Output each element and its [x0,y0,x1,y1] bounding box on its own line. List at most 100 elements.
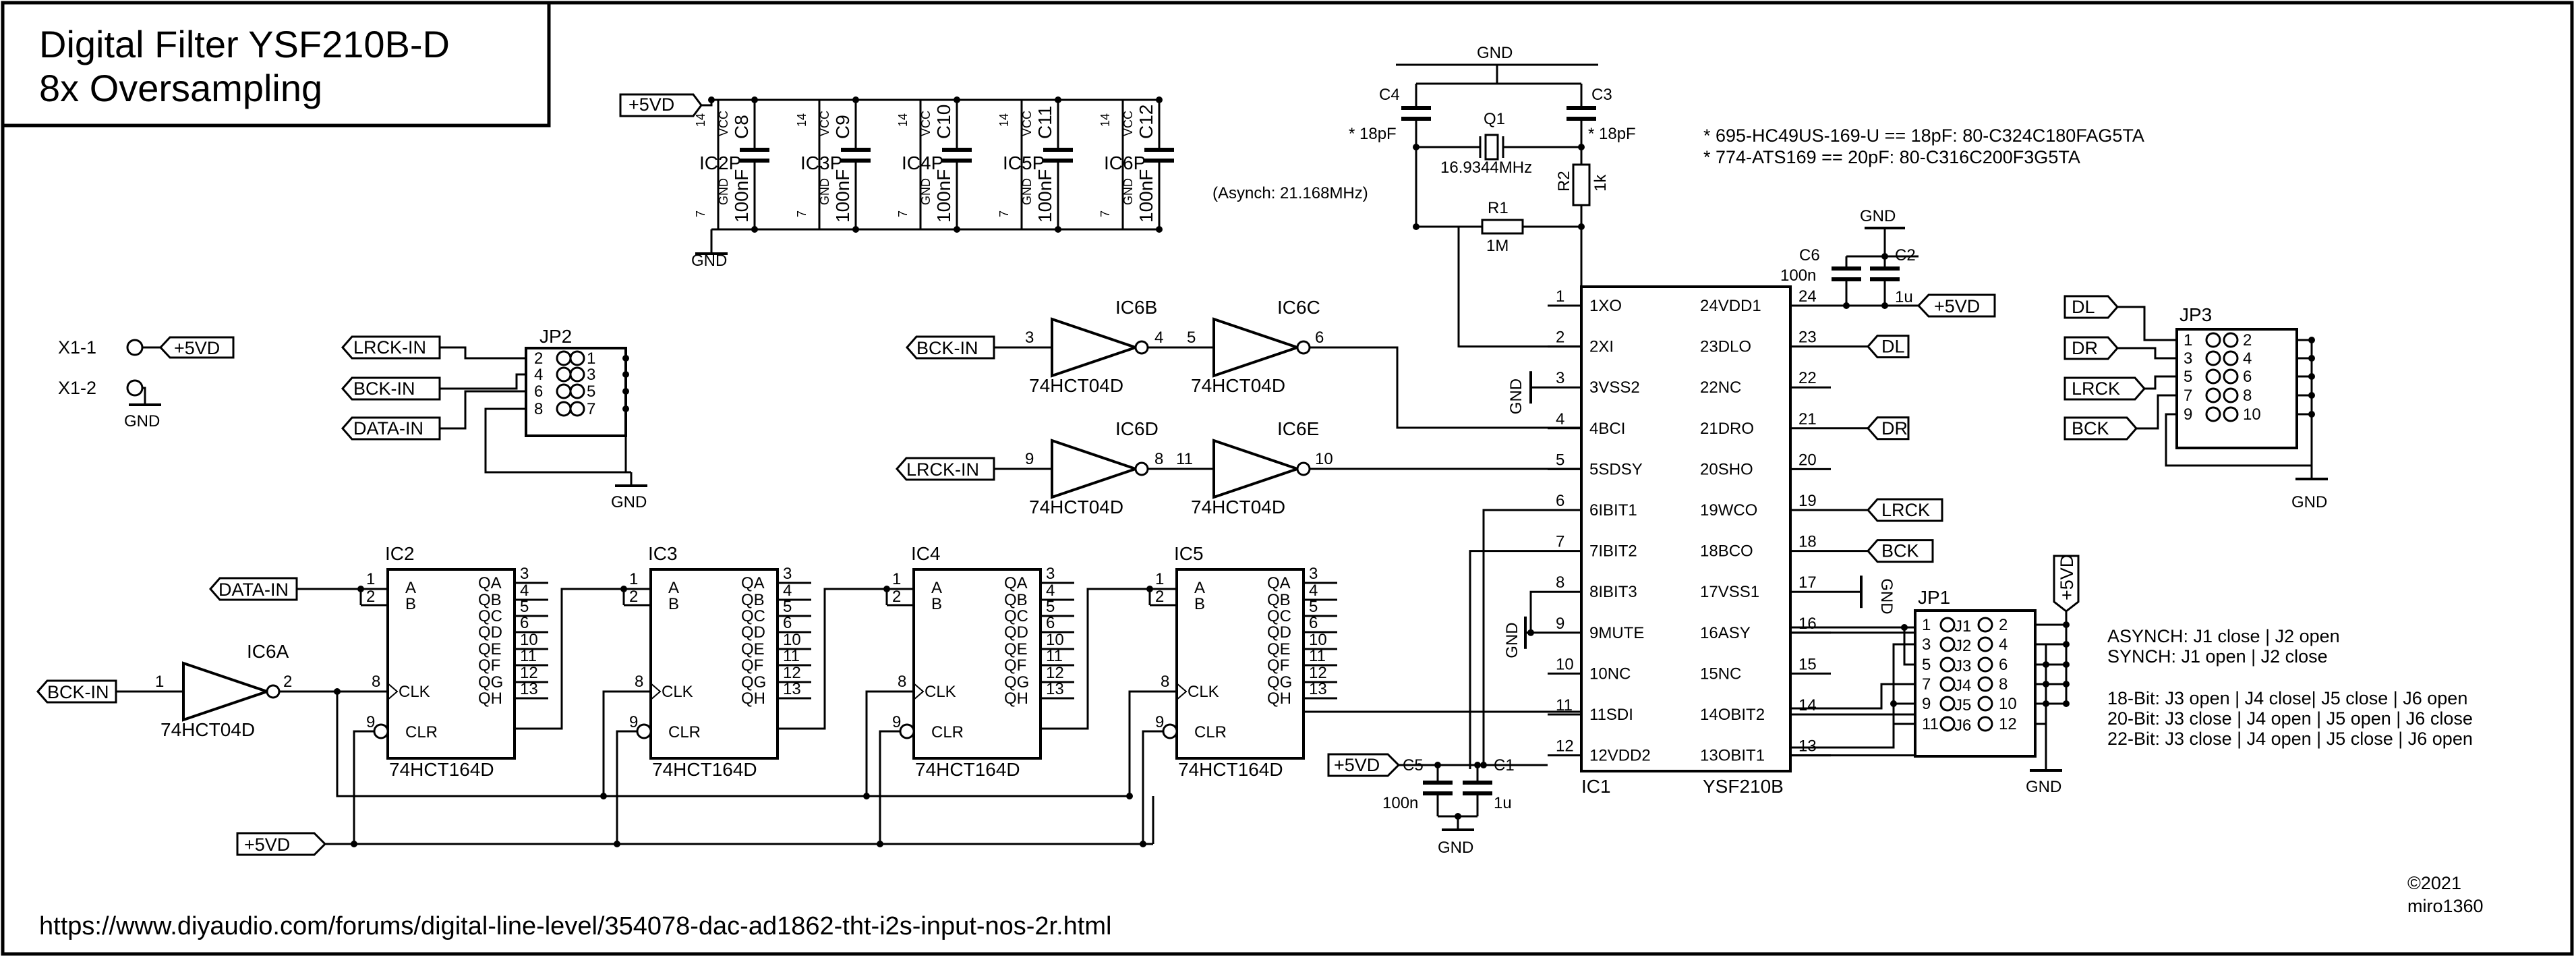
ic1-pin-label: 9MUTE [1589,624,1644,642]
shift-register-pin-label: QH [1267,689,1291,708]
ic1-pin-label: 13OBIT1 [1700,747,1765,765]
shift-register-pin: 10 [783,631,801,649]
shift-register-pin: 6 [1046,614,1055,632]
inverter-bubble [1296,340,1311,355]
shift-register-pin: 4 [520,582,529,600]
decoupling-cap-value: 100nF [1034,169,1055,223]
x1-5vd-flag [158,336,235,359]
ic1-pin17-gnd-label: GND [1877,578,1896,614]
jp3-net-flag [2063,336,2119,360]
jp2-net-flag-label: LRCK-IN [353,337,426,358]
junction-dot [622,355,629,362]
clr-bubble [899,723,915,739]
wire [650,683,662,700]
jumper-pin [2223,368,2239,385]
wire [865,690,887,796]
junction-dot [2063,681,2070,687]
c4-value: * 18pF [1349,125,1397,143]
jp1-ref: JP1 [1918,587,1950,608]
shift-register-ref: IC5 [1174,543,1204,564]
jumper-pin [569,383,585,399]
jumper-pin-number: 7 [1922,675,1931,694]
vcc-pin-number: 14 [694,113,707,127]
crystal-note-2: * 774-ATS169 == 20pF: 80-C316C200F3G5TA [1703,147,2080,167]
vcc-pin-label: VCC [818,111,831,136]
shift-register-pin-label: QE [741,640,765,658]
jp2-net-flag-label: DATA-IN [353,418,423,439]
inverter-pin: 5 [1187,329,1196,347]
power-flag-5vd-top [619,93,703,117]
jumper-pin-number: 9 [1922,695,1931,713]
gnd-pin-label: GND [1121,178,1135,205]
shift-register-pin: 3 [783,565,792,583]
shift-register-pin-label: QH [741,689,765,708]
shift-register-pin-label: A [405,579,416,597]
shift-register-pin-label: CLR [668,723,701,741]
jumper-pin-number: 5 [587,383,595,401]
wire [1041,588,1150,730]
inverter-part: 74HCT04D [1029,497,1123,517]
shift-register-pin-label: CLK [662,683,693,701]
bck-out-flag-label: BCK [1881,541,1919,561]
ic1-pin-label: 1XO [1589,297,1622,315]
shift-register-pin-label: QB [1004,591,1028,609]
jumper-pin-number: 6 [534,383,543,401]
junction-dot [2308,373,2315,380]
gnd-pin-label: GND [919,178,933,205]
c2-value: 1u [1895,288,1913,306]
shift-register-pin: 1 [629,570,638,588]
jumper-pin-number: 5 [1922,656,1931,674]
decoupling-cap-value: 100nF [933,169,954,223]
jp3-body [2175,328,2298,449]
ic1-part: YSF210B [1703,776,1784,797]
inverter-bubble [1296,461,1311,476]
shift-register-pin-label: A [1194,579,1205,597]
c6-gnd-label: GND [1860,207,1896,225]
inverter-gate [1212,439,1302,499]
jumper-pin [2205,406,2221,422]
wire [440,346,526,360]
c3-ref: C3 [1591,86,1612,104]
ic1-pin-number: 6 [1556,492,1564,510]
jumper-pin [569,401,585,417]
decoupling-cap-ref: C8 [731,115,752,139]
junction-dot [614,841,620,847]
jumper-pin-number: 3 [2184,349,2192,368]
junction-dot [1055,226,1061,233]
shift-register-pin-label: QB [1267,591,1291,609]
inverter-pin: 2 [283,673,292,691]
r2-value: 1k [1591,174,1610,192]
jp3-gnd [2294,464,2329,480]
shift-register-part: 74HCT164D [1178,759,1283,780]
shift-register-pin-label: QC [1267,607,1291,625]
ic1-pin-number: 24 [1798,287,1817,306]
wire [913,683,925,700]
ic1-pin-label: 16ASY [1700,624,1751,642]
shift-register-pin-label: QC [1004,607,1028,625]
jp1-5vd-flag-label: +5VD [2057,555,2077,600]
shift-register-pin: 9 [892,713,901,731]
junction-dot [954,96,960,103]
crystal-oscillator: GND C4 C3 * 18pF * 18pF Q1 16.9344MHz (A… [1212,44,2144,347]
dl-out-flag-label: DL [1881,337,1905,357]
ic1-pin9-gnd-label: GND [1503,622,1521,658]
jumper-pin-number: 8 [2243,387,2252,405]
c5-value: 100n [1382,794,1418,812]
decoupling-cap-ref: C11 [1034,106,1055,139]
r1-ref: R1 [1488,199,1509,217]
ic1-pin-number: 18 [1798,533,1817,551]
wire [2165,413,2312,467]
jumper-label: J2 [1954,637,1971,655]
jumper-pin-number: 1 [1922,616,1931,634]
jumper-pin-number: 9 [2184,405,2192,424]
ic1-pin-number: 22 [1798,369,1817,387]
jp1-5vd-flag [2053,555,2080,613]
wire [1310,346,1581,429]
shift-register-pin-label: QD [1004,623,1028,642]
ic1-pin-label: 23DLO [1700,338,1751,356]
clr-bubble [636,723,652,739]
shift-register-pin: 6 [520,614,529,632]
c2-ref: C2 [1895,246,1916,264]
ic1-pin-label: 20SHO [1700,460,1753,478]
